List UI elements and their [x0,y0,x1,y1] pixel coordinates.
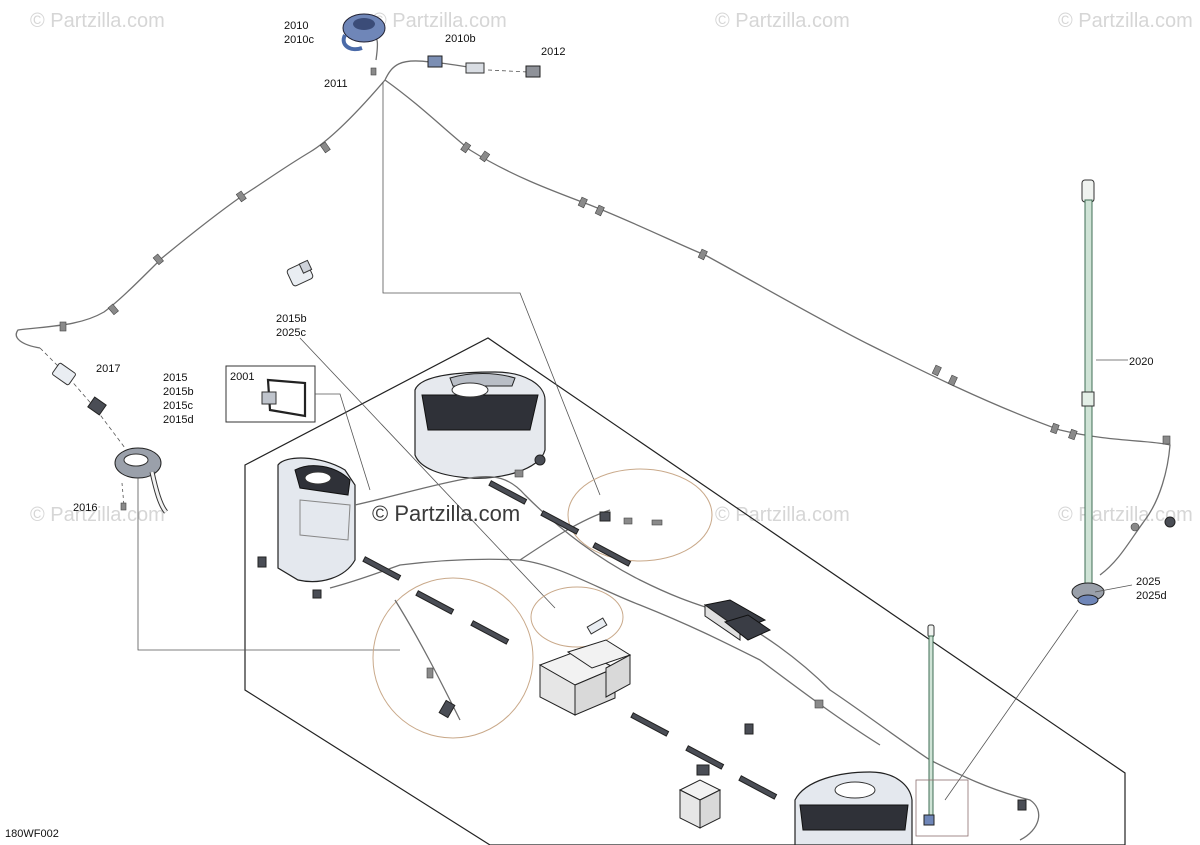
inset-antenna [915,624,969,837]
harness-right-branch [384,79,1171,576]
watermarks: © Partzilla.com © Partzilla.com © Partzi… [30,10,1193,526]
label-2015: 2015 [163,372,187,384]
label-2017: 2017 [96,363,120,375]
inset-left-unit [277,457,356,583]
label-2025d: 2025d [1136,590,1167,602]
part-2020-antenna [1071,179,1105,606]
watermark-1: © Partzilla.com [30,10,165,32]
diagram-code: 180WF002 [5,828,59,840]
label-2016: 2016 [73,502,97,514]
part-2012-connector [525,65,541,78]
inset-light-bars [362,480,778,800]
watermark-6: © Partzilla.com [715,504,850,526]
part-2015b-connector [286,259,314,287]
label-2010c: 2010c [284,34,314,46]
inset-fuse-block [703,599,772,641]
inset-bottom-unit [794,771,913,845]
part-2016-screw [120,502,127,511]
inset-connectors [257,454,1027,811]
part-2015-pod [114,447,169,514]
detail-ellipses [372,468,713,739]
lead-2016-axis [121,482,125,507]
label-2015b: 2015b [163,386,194,398]
label-2010: 2010 [284,20,308,32]
label-2010b: 2010b [445,33,476,45]
watermark-2: © Partzilla.com [372,10,507,32]
label-2020: 2020 [1129,356,1153,368]
callout-labels: 2010 2010c 2010b 2012 2011 2015b 2025c 2… [5,20,1167,840]
part-2011 [370,67,377,76]
part-2010-pod [341,13,386,52]
watermark-center: © Partzilla.com [372,501,520,526]
label-2015c: 2015c [163,400,193,412]
watermark-3: © Partzilla.com [715,10,850,32]
harness-connector-beads [59,141,1176,532]
leader-lines [137,82,1133,801]
inset-roof-unit [414,371,546,479]
watermark-4: © Partzilla.com [1058,10,1193,32]
inset-harness-left [329,558,881,746]
label-2015d: 2015d [163,414,194,426]
harness-left-branch [15,79,386,349]
label-2025: 2025 [1136,576,1160,588]
label-2025c: 2025c [276,327,306,339]
part-2001-box [225,365,316,423]
inset-batteries [538,639,722,829]
label-2015b-top: 2015b [276,313,307,325]
label-2012: 2012 [541,46,565,58]
part-2017-connector [39,347,126,449]
part-2010b-connector [427,55,485,74]
watermark-5: © Partzilla.com [30,504,165,526]
label-2001: 2001 [230,371,254,383]
lead-2010b-2012 [487,69,529,73]
inset-frame [244,337,1126,845]
label-2011: 2011 [324,78,348,90]
